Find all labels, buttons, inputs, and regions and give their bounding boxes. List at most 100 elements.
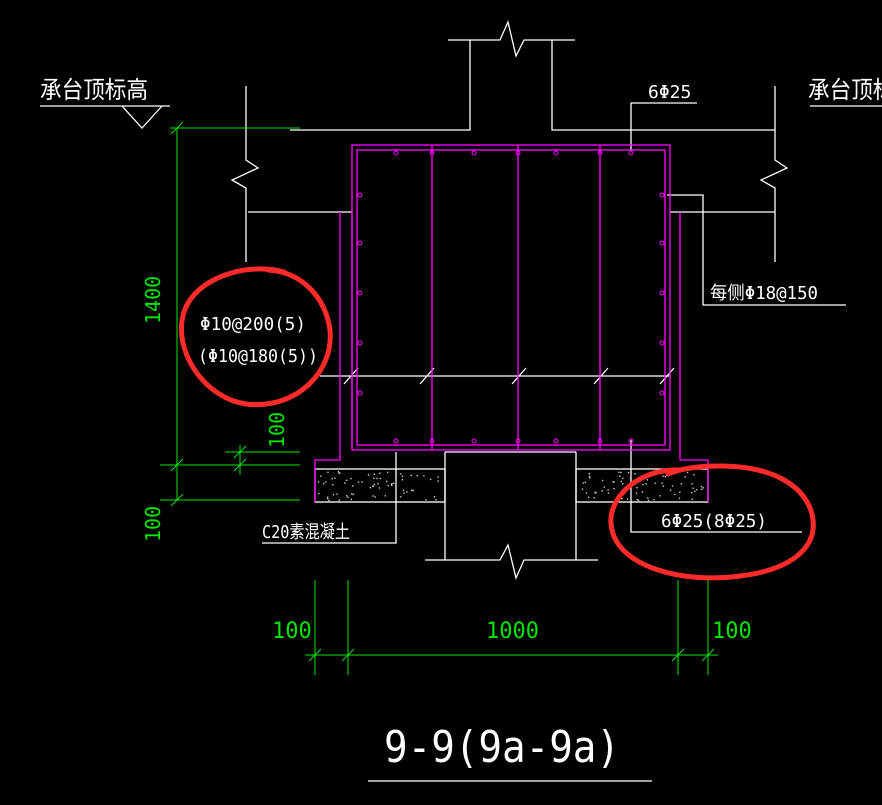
concrete-speckle: [647, 497, 649, 499]
stirrup-tick: [511, 367, 527, 385]
rebar-dot: [393, 150, 399, 156]
rebar-dot: [357, 390, 363, 396]
dim-tick: [671, 648, 685, 662]
rebar-dot: [471, 150, 477, 156]
rebar-dot: [628, 438, 634, 444]
concrete-speckle: [634, 473, 636, 475]
stirrup-label-1: Φ10@200(5): [200, 314, 306, 335]
concrete-speckle: [695, 489, 698, 491]
concrete-speckle: [626, 498, 629, 500]
concrete-speckle: [645, 483, 647, 485]
concrete-speckle: [435, 499, 437, 501]
concrete-speckle: [337, 471, 340, 473]
dim-tick: [170, 493, 184, 507]
concrete-speckle: [680, 483, 683, 485]
left-elevation-triangle: [121, 105, 163, 129]
concrete-speckle: [620, 480, 623, 483]
concrete-speckle: [339, 472, 341, 474]
concrete-speckle: [377, 483, 379, 485]
concrete-speckle: [607, 492, 610, 494]
concrete-speckle: [318, 492, 320, 495]
concrete-speckle: [669, 489, 672, 491]
rebar-dot: [659, 390, 665, 396]
concrete-speckle: [376, 477, 378, 480]
dim-tick: [341, 648, 355, 662]
dim-right-label: 100: [712, 619, 752, 644]
concrete-speckle: [395, 473, 397, 475]
concrete-speckle: [587, 496, 590, 498]
dim-tick: [233, 445, 247, 459]
cushion-speckles: [317, 471, 704, 502]
concrete-speckle: [400, 496, 402, 498]
cushion-right: [575, 468, 709, 503]
concrete-speckle: [603, 486, 605, 488]
concrete-speckle: [621, 498, 623, 500]
concrete-speckle: [702, 487, 704, 489]
concrete-speckle: [647, 499, 650, 502]
dimension-lines: [160, 121, 718, 675]
concrete-speckle: [691, 483, 693, 485]
concrete-speckle: [636, 487, 638, 489]
column-top-break: [448, 19, 575, 58]
stirrup-tick: [659, 367, 675, 385]
concrete-speckle: [320, 475, 322, 477]
concrete-speckle: [391, 482, 393, 485]
concrete-speckle: [601, 479, 604, 482]
concrete-speckle: [387, 485, 389, 487]
rebar-dot: [357, 192, 363, 198]
concrete-speckle: [622, 483, 624, 485]
rebar-dots: [357, 150, 665, 444]
concrete-speckle: [372, 495, 374, 497]
markup-annotations: [179, 266, 816, 581]
concrete-speckle: [373, 477, 375, 480]
concrete-speckle: [325, 481, 327, 483]
concrete-speckle: [582, 482, 584, 484]
concrete-speckle: [410, 474, 412, 477]
rebar-dot: [597, 438, 603, 444]
concrete-speckle: [346, 495, 348, 497]
concrete-speckle: [429, 478, 432, 481]
concrete-speckle: [390, 483, 393, 486]
concrete-speckle: [701, 488, 703, 491]
concrete-speckle: [399, 473, 402, 475]
concrete-speckle: [402, 489, 405, 492]
concrete-speckle: [686, 471, 689, 474]
rebar-dot: [357, 240, 363, 246]
concrete-speckle: [373, 483, 376, 486]
bottom-bar-leader: [630, 440, 802, 533]
concrete-speckle: [412, 489, 414, 492]
concrete-speckle: [601, 490, 603, 492]
concrete-speckle: [393, 482, 395, 485]
concrete-speckle: [378, 487, 381, 489]
concrete-speckle: [692, 487, 694, 489]
left-slab-break: [230, 86, 260, 262]
concrete-speckle: [659, 495, 661, 497]
concrete-speckle: [401, 475, 404, 477]
concrete-speckle: [581, 488, 584, 490]
rebar-dot: [429, 150, 435, 156]
rebar-dot: [515, 438, 521, 444]
concrete-speckle: [679, 491, 681, 493]
concrete-speckle: [635, 492, 638, 494]
column-left-line: [290, 40, 471, 131]
beam-left-ext: [314, 212, 341, 502]
concrete-speckle: [437, 480, 439, 482]
concrete-speckle: [379, 477, 382, 480]
concrete-speckle: [384, 495, 387, 497]
pile-bottom-break: [425, 543, 598, 581]
concrete-speckle: [642, 483, 644, 486]
concrete-speckle: [588, 473, 590, 475]
rebar-dot: [553, 150, 559, 156]
right-slab-break: [759, 86, 789, 262]
rebar-dot: [471, 438, 477, 444]
concrete-speckle: [664, 475, 666, 478]
concrete-speckle: [594, 491, 597, 493]
concrete-speckle: [700, 485, 703, 488]
concrete-speckle: [332, 483, 334, 486]
concrete-speckle: [374, 496, 376, 498]
concrete-speckle: [691, 491, 693, 494]
concrete-speckle: [671, 485, 674, 487]
concrete-speckle: [694, 490, 696, 493]
concrete-speckle: [618, 471, 620, 473]
